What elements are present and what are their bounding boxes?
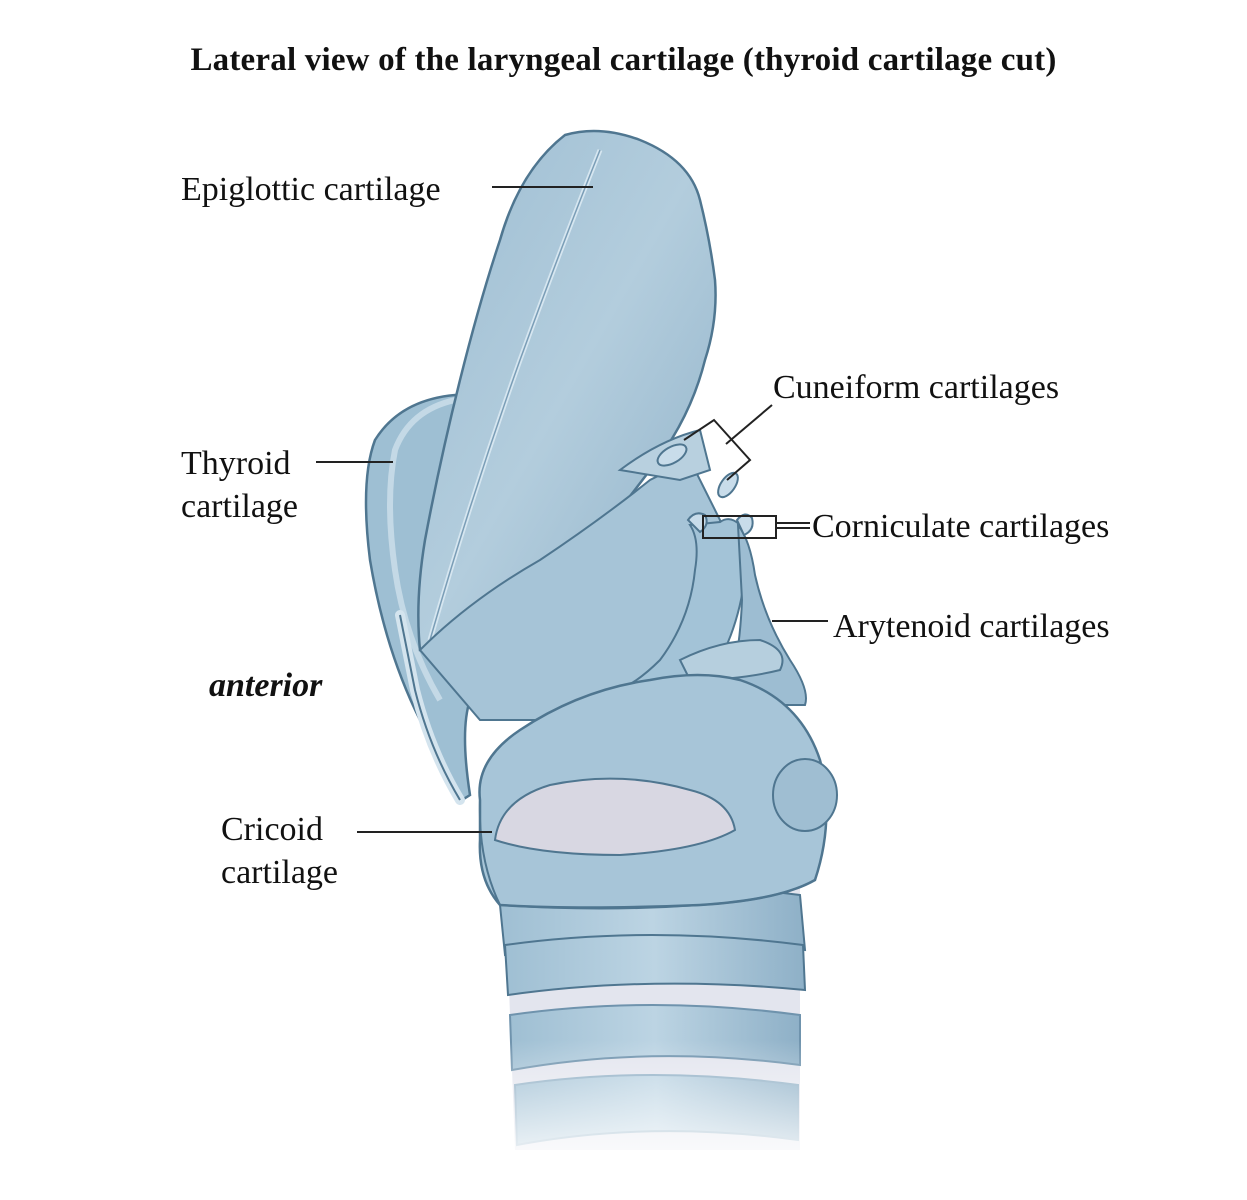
cricoid-lumen: [493, 777, 737, 857]
label-corniculate-cartilages: Corniculate cartilages: [812, 508, 1110, 545]
cricothyroid-facet: [772, 758, 838, 832]
label-thyroid-line1: Thyroid: [181, 445, 291, 482]
label-cricoid-line2: cartilage: [221, 854, 339, 891]
label-cuneiform-cartilages: Cuneiform cartilages: [773, 369, 1060, 406]
cuneiform-leader: [725, 404, 773, 445]
label-cricoid-cartilage: Cricoid cartilage: [221, 808, 338, 894]
cuneiform-cartilages: [656, 443, 739, 499]
tracheal-ring-2: [503, 934, 807, 997]
label-anterior: anterior: [209, 667, 323, 704]
trachea-fade: [490, 1040, 820, 1180]
corniculate-bracket: [702, 515, 777, 539]
cricoid-cartilage: [478, 673, 838, 910]
figure-title: Lateral view of the laryngeal cartilage …: [190, 42, 1057, 78]
tracheal-rings: [490, 880, 820, 1180]
cuneiform-bracket: [683, 418, 752, 481]
label-cricoid-line1: Cricoid: [221, 811, 323, 848]
label-arytenoid-cartilages: Arytenoid cartilages: [833, 608, 1110, 645]
leader-lines: [316, 186, 828, 833]
label-thyroid-line2: cartilage: [181, 488, 299, 525]
label-thyroid-cartilage: Thyroid cartilage: [181, 442, 298, 528]
label-epiglottic-cartilage: Epiglottic cartilage: [181, 171, 441, 208]
